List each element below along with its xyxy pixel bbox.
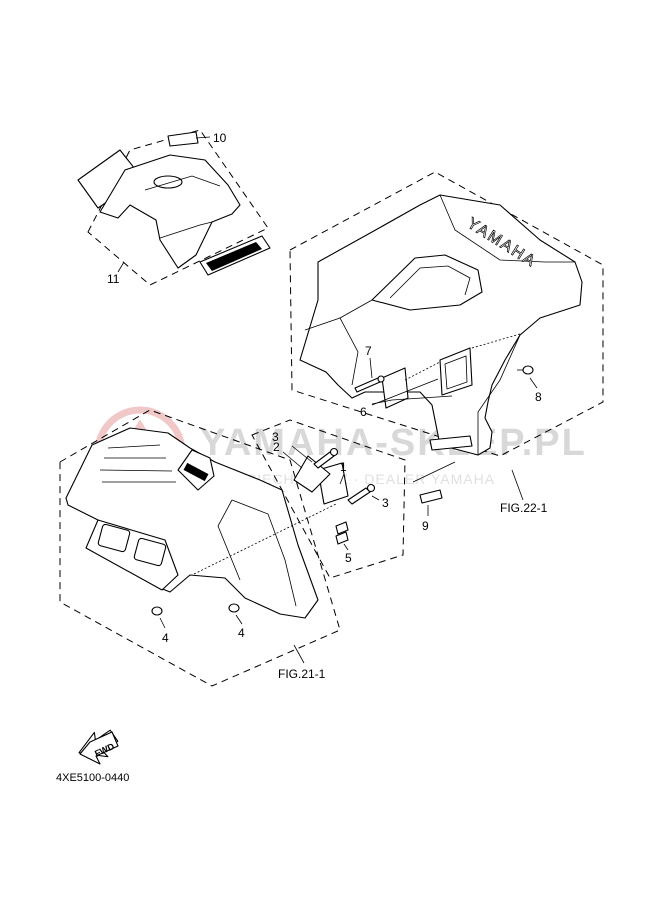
rear-fender (299, 194, 583, 456)
leader-6b (371, 378, 439, 406)
callout-10: 10 (213, 131, 227, 145)
leader-1 (339, 473, 345, 485)
part-5-clip-b (335, 531, 349, 545)
fwd-arrow: FWD (78, 729, 119, 765)
part-6-plate (381, 367, 409, 409)
part-5-clip (335, 521, 349, 535)
watermark-subtitle: WOJCIECH ZWICZ · DEALER YAMAHA (212, 471, 495, 487)
rear-fender-crease-2 (477, 334, 521, 455)
part-7-screw-head (377, 375, 385, 383)
callout-5: 5 (345, 551, 352, 565)
leader-8 (529, 377, 538, 389)
leader-5 (343, 543, 349, 551)
part-4-grommet-a (151, 606, 163, 616)
reflector-kit-boundary (251, 419, 406, 579)
leader-fig22 (511, 469, 524, 501)
part-4-grommet-b (228, 603, 240, 613)
part-3-screw-a-head (329, 447, 339, 457)
cover-line (144, 175, 221, 191)
part-2-plate (293, 455, 331, 493)
dotted-guide-6b (471, 333, 521, 349)
emblem-decal-print (206, 242, 262, 271)
leader-9-guide (412, 461, 456, 483)
watermark-brand: YAMAHA-SKLEP.PL (200, 422, 587, 464)
fig-22-label: FIG.22-1 (500, 501, 548, 515)
leader-4b (235, 614, 243, 625)
front-fender-ribs (99, 444, 176, 483)
rear-fender-opening (371, 254, 483, 311)
rear-fender-hook (429, 435, 473, 451)
front-fender-side (231, 499, 297, 607)
front-fender-cover-group: 10 11 (77, 129, 271, 286)
diagram-code: 4XE5100-0440 (56, 772, 129, 784)
rear-fender-side-2 (339, 299, 373, 319)
callout-3b: 3 (382, 496, 389, 510)
callout-9: 9 (422, 519, 429, 533)
rear-fender-opening-inner (389, 265, 471, 299)
part-10-label (167, 131, 199, 147)
callout-4b: 4 (238, 626, 245, 640)
leader-4a (159, 617, 166, 629)
callout-7: 7 (365, 344, 372, 358)
callout-8: 8 (535, 390, 542, 404)
front-emblem-print (183, 462, 209, 482)
front-fender-side-2 (217, 499, 241, 581)
leader-11 (117, 261, 125, 273)
leader-3a (291, 445, 313, 463)
callout-11: 11 (107, 272, 120, 286)
part-3-screw-b (347, 487, 371, 505)
rear-fender-boundary (289, 171, 604, 457)
part-3-screw-b-head (366, 483, 376, 493)
leader-fig21 (293, 644, 305, 664)
callout-3a: 3 (272, 430, 279, 444)
dotted-guide-6 (404, 361, 441, 381)
part-9-label (419, 489, 443, 504)
leader-10 (195, 136, 211, 139)
leader-3b (371, 495, 380, 501)
callout-4a: 4 (162, 631, 169, 645)
leader-2 (282, 451, 303, 469)
headlight-left (97, 523, 131, 553)
callout-1: 1 (340, 460, 347, 474)
leader-7 (369, 357, 373, 379)
cover-line-2 (159, 221, 213, 239)
fwd-arrow-body (79, 731, 119, 765)
headlight-right (133, 537, 167, 567)
fig-21-label: FIG.21-1 (278, 667, 326, 681)
part-8-grommet (522, 365, 534, 375)
front-fender-group: 1 2 3 3 5 4 4 FIG.21-1 (59, 409, 406, 687)
rear-fender-side (304, 317, 359, 386)
rear-reflector-inner (444, 355, 468, 390)
callout-2: 2 (273, 440, 280, 454)
callout-6: 6 (360, 405, 367, 419)
rear-fender-group: YAMAHA 7 6 8 9 FIG.22-1 (289, 171, 604, 533)
rear-fender-crease (439, 194, 575, 263)
